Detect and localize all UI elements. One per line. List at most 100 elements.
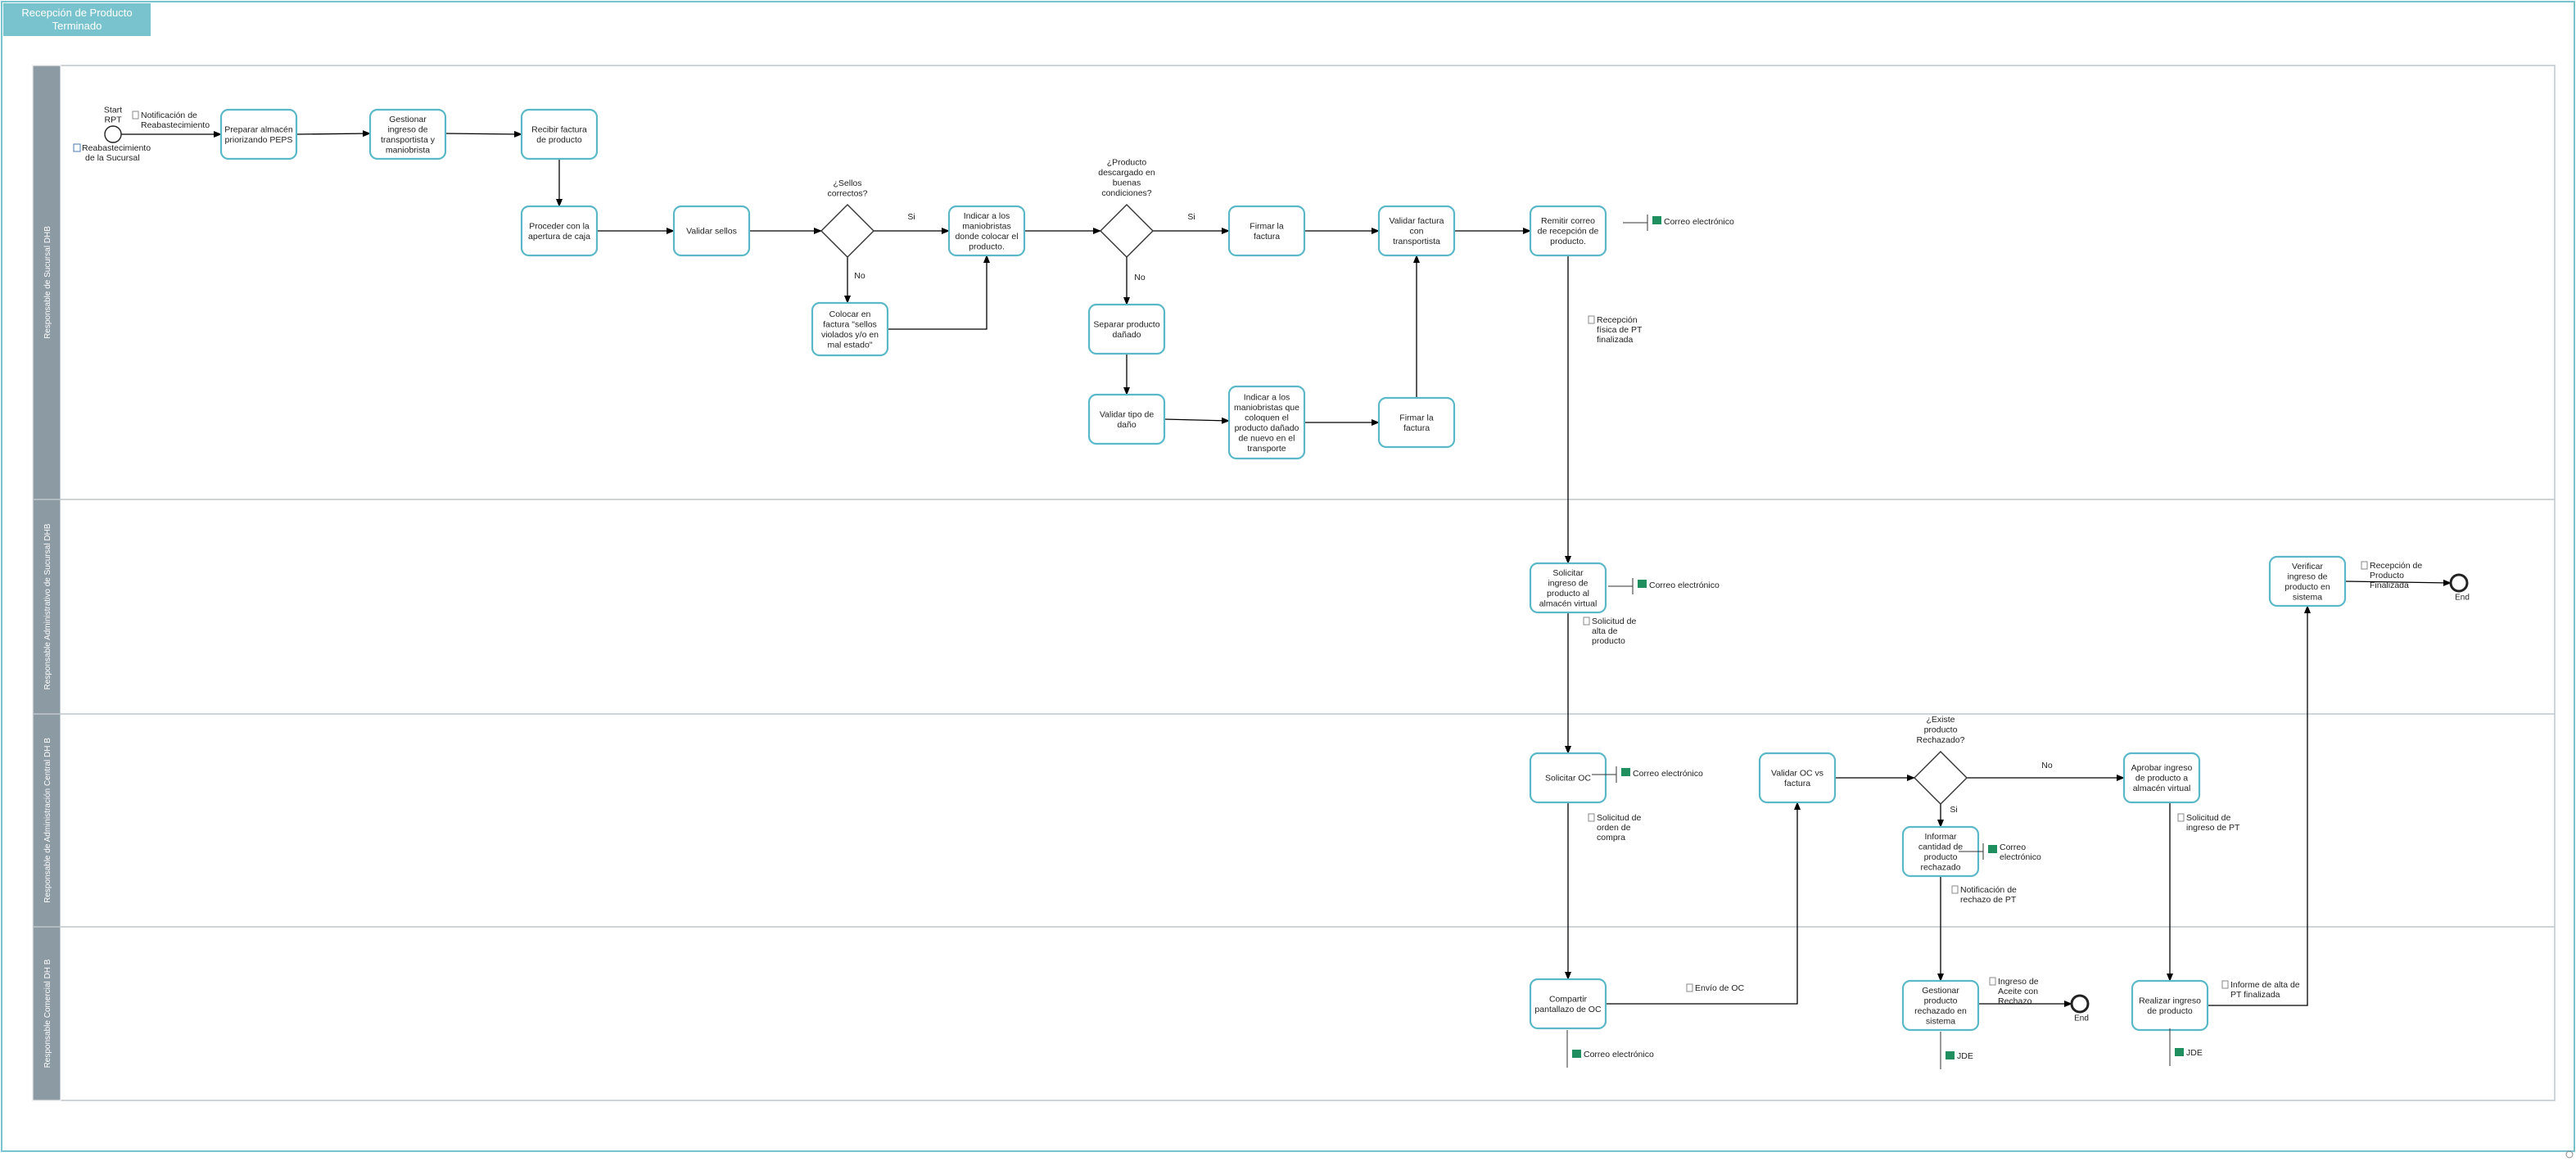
- sequence-flow: [1164, 417, 1230, 424]
- flow-label: No: [2041, 761, 2053, 770]
- document-icon: [1588, 813, 1595, 822]
- system-icon: [1638, 580, 1647, 588]
- system-jde[interactable]: JDE: [1940, 1032, 1973, 1069]
- document-icon: [2221, 980, 2229, 989]
- event-label: End: [2074, 1014, 2089, 1023]
- system-correo[interactable]: Correo electrónico: [1608, 578, 1720, 594]
- sequence-flow: [1606, 802, 1801, 1005]
- task-validar-sellos[interactable]: Validar sellos: [672, 205, 751, 257]
- end-event[interactable]: End: [2449, 573, 2470, 603]
- document-icon: [2361, 561, 2368, 570]
- system-correo[interactable]: Correo electrónico: [1623, 215, 1734, 231]
- document-icon: [1951, 885, 1959, 894]
- document-icon: [1583, 617, 1590, 626]
- flow-label: No: [1134, 273, 1146, 282]
- system-icon: [1621, 768, 1630, 776]
- sequence-flow: [2208, 605, 2311, 1006]
- event-label: End: [2455, 594, 2470, 603]
- process-title: Recepción de Producto Terminado: [3, 3, 151, 36]
- resize-handle-icon[interactable]: [2565, 1150, 2574, 1159]
- system-correo[interactable]: Correo electrónico: [1592, 766, 1703, 783]
- end-event[interactable]: End: [2070, 994, 2090, 1023]
- document-icon: [2177, 813, 2185, 822]
- flow-label: No: [854, 271, 865, 281]
- task-label: Validar sellos: [686, 227, 737, 237]
- lane-header: [32, 65, 61, 500]
- system-correo[interactable]: Correo electrónico: [1566, 1030, 1654, 1068]
- lane-header: [32, 926, 61, 1101]
- sequence-flow: [445, 130, 522, 138]
- document-icon: [132, 111, 139, 120]
- task-label: Solicitar OC: [1545, 774, 1591, 784]
- task-solicitar-oc[interactable]: Solicitar OC: [1529, 752, 1607, 804]
- system-jde[interactable]: JDE: [2169, 1028, 2203, 1066]
- sequence-flow: [2344, 579, 2452, 586]
- sequence-flow: [296, 130, 371, 138]
- data-object-envio-oc[interactable]: Envío de OC: [1686, 983, 1745, 993]
- document-icon: [1989, 977, 1996, 986]
